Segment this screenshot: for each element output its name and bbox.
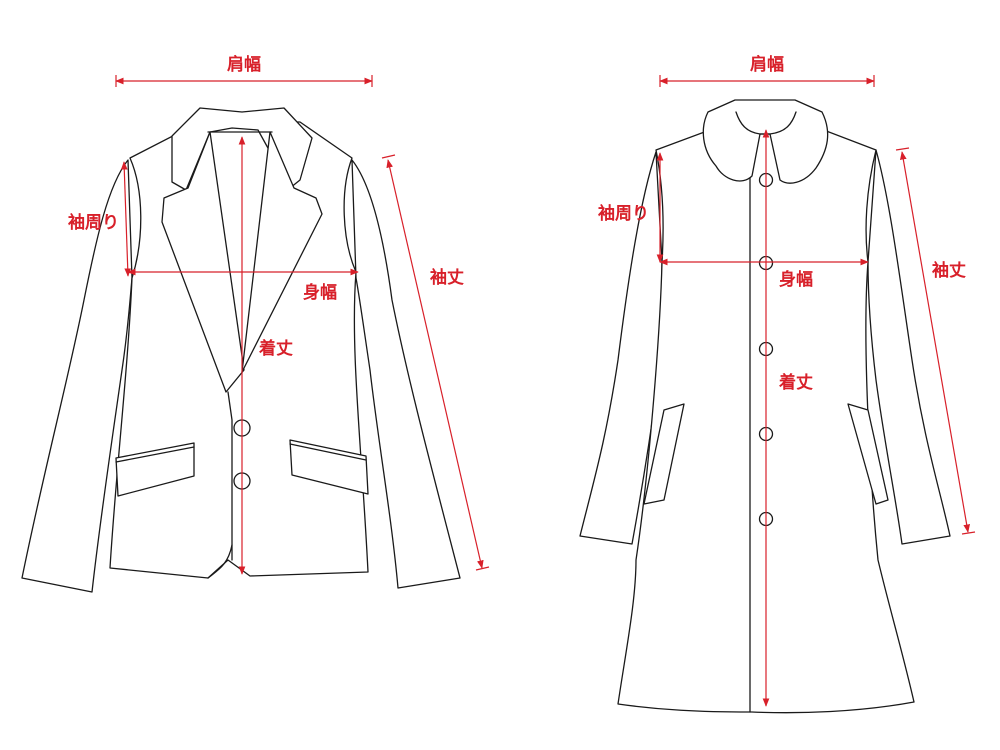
jacket-left-pocket xyxy=(115,442,195,497)
jacket-right-sleeve xyxy=(351,159,461,589)
coat-right-pocket xyxy=(847,403,889,505)
coat-sleeve-label: 袖丈 xyxy=(932,260,966,281)
jacket-shoulder-label: 肩幅 xyxy=(227,54,261,75)
coat-collar xyxy=(702,99,829,184)
jacket-sleeve-label: 袖丈 xyxy=(430,267,464,288)
jacket-armhole-arrow xyxy=(120,161,132,277)
jacket-length-label: 着丈 xyxy=(258,338,293,359)
jacket-left-sleeve xyxy=(21,159,133,593)
coat-sleeve-arrow xyxy=(899,151,971,533)
jacket-measurements xyxy=(115,75,490,575)
coat-labels: 肩幅 袖周り 身幅 着丈 袖丈 xyxy=(598,54,966,393)
jacket-right-pocket xyxy=(289,439,369,495)
jacket-front-edge xyxy=(227,391,233,561)
coat-armhole-label: 袖周り xyxy=(598,203,649,224)
jacket-right-lapel xyxy=(241,131,323,373)
coat-illustration xyxy=(579,99,951,714)
coat-left-pocket xyxy=(643,403,685,505)
jacket-labels: 肩幅 袖周り 身幅 着丈 袖丈 xyxy=(68,54,464,359)
coat-length-label: 着丈 xyxy=(778,372,813,393)
coat-body-width-label: 身幅 xyxy=(779,269,813,290)
coat-measurements xyxy=(656,75,976,707)
jacket-armhole-label: 袖周り xyxy=(68,212,119,233)
jacket-illustration xyxy=(21,107,461,593)
jacket-body-width-label: 身幅 xyxy=(303,282,337,303)
coat-shoulder-label: 肩幅 xyxy=(750,54,784,75)
jacket-sleeve-arrow xyxy=(386,159,484,569)
